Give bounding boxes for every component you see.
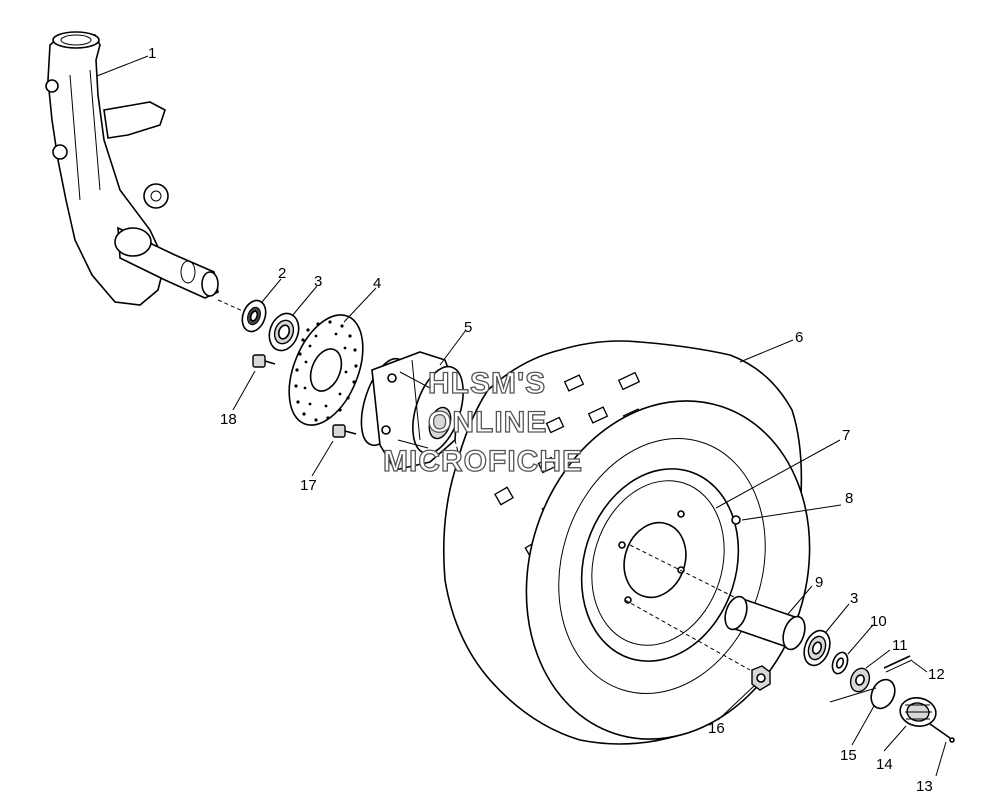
brake-disc <box>288 314 364 426</box>
spacer-tube <box>724 595 806 651</box>
callout-3: 3 <box>314 273 322 290</box>
callout-9: 9 <box>815 574 823 591</box>
callout-17: 17 <box>300 477 317 494</box>
callout-10: 10 <box>870 613 887 630</box>
disc-bolt <box>252 354 276 368</box>
steering-knuckle <box>45 31 246 313</box>
callout-5: 5 <box>464 319 472 336</box>
callout-15: 15 <box>840 747 857 764</box>
wheel-bearing-inner <box>268 312 300 352</box>
callout-2: 2 <box>278 265 286 282</box>
callout-16: 16 <box>708 720 725 737</box>
callout-7: 7 <box>842 427 850 444</box>
watermark-line-3: MICROFICHE <box>383 445 583 478</box>
callout-13: 13 <box>916 778 933 795</box>
leader-lines <box>96 55 947 777</box>
hub-cap <box>899 697 937 727</box>
callout-18: 18 <box>220 411 237 428</box>
watermark: HLSM'S ONLINE MICROFICHE <box>382 366 583 478</box>
watermark-line-2: ONLINE <box>428 406 547 439</box>
tire <box>442 340 811 745</box>
wheel-hub <box>360 351 471 501</box>
callout-1: 1 <box>148 45 156 62</box>
callout-8: 8 <box>845 490 853 507</box>
hub-bolt <box>332 424 357 438</box>
washer <box>831 651 849 675</box>
cap-screw <box>929 723 955 743</box>
callout-14: 14 <box>876 756 893 773</box>
callout-11: 11 <box>892 637 908 654</box>
lug-nut <box>751 665 771 691</box>
callout-6: 6 <box>795 329 803 346</box>
callout-4: 4 <box>373 275 381 292</box>
watermark-line-1: HLSM'S <box>428 367 546 400</box>
callout-12: 12 <box>928 666 945 683</box>
wheel-bearing-outer <box>803 629 831 667</box>
dust-cap-seal <box>870 678 896 710</box>
cotter-pin <box>883 655 913 673</box>
callout-labels: 1 2 3 4 5 6 7 8 9 3 10 11 12 13 14 15 16… <box>148 45 945 795</box>
grease-seal <box>241 299 267 333</box>
callout-3-outer: 3 <box>850 590 858 607</box>
castle-nut <box>849 667 871 693</box>
